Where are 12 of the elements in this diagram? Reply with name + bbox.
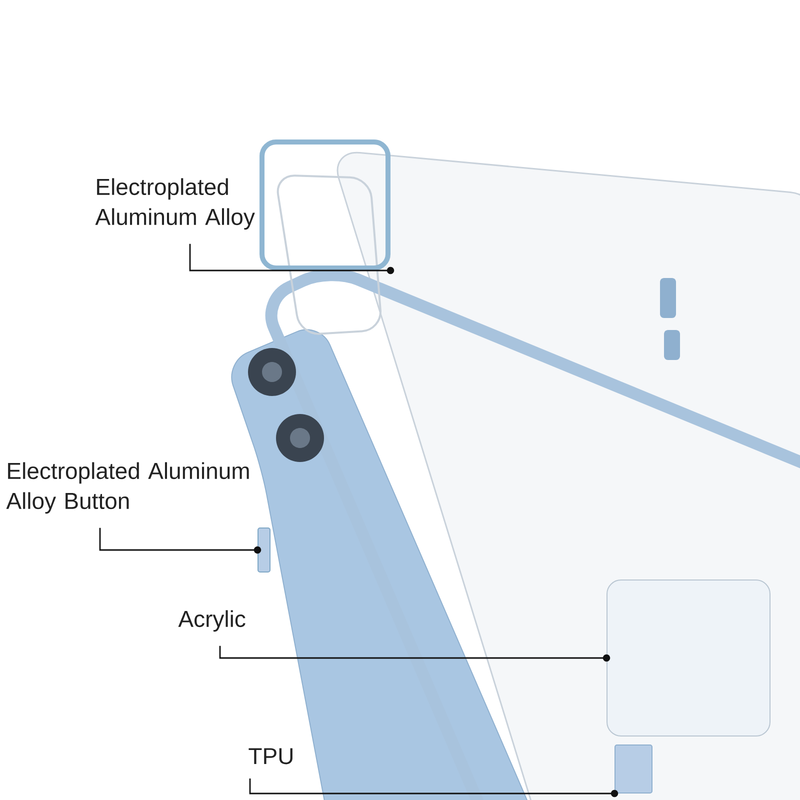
callout-label: Electroplated Aluminum Alloy	[95, 178, 255, 230]
leader-line	[99, 528, 262, 554]
leader-line	[219, 646, 610, 662]
callout-label: Acrylic	[178, 610, 246, 632]
camera-ring	[260, 140, 390, 270]
case-frame	[614, 744, 652, 794]
leader-line	[249, 778, 618, 798]
callout-label: Electroplated Aluminum Alloy Button	[6, 462, 249, 514]
acrylic-panel	[606, 580, 770, 736]
callout-label: TPU	[248, 748, 292, 764]
leader-line	[189, 244, 394, 274]
side-button	[258, 528, 270, 572]
